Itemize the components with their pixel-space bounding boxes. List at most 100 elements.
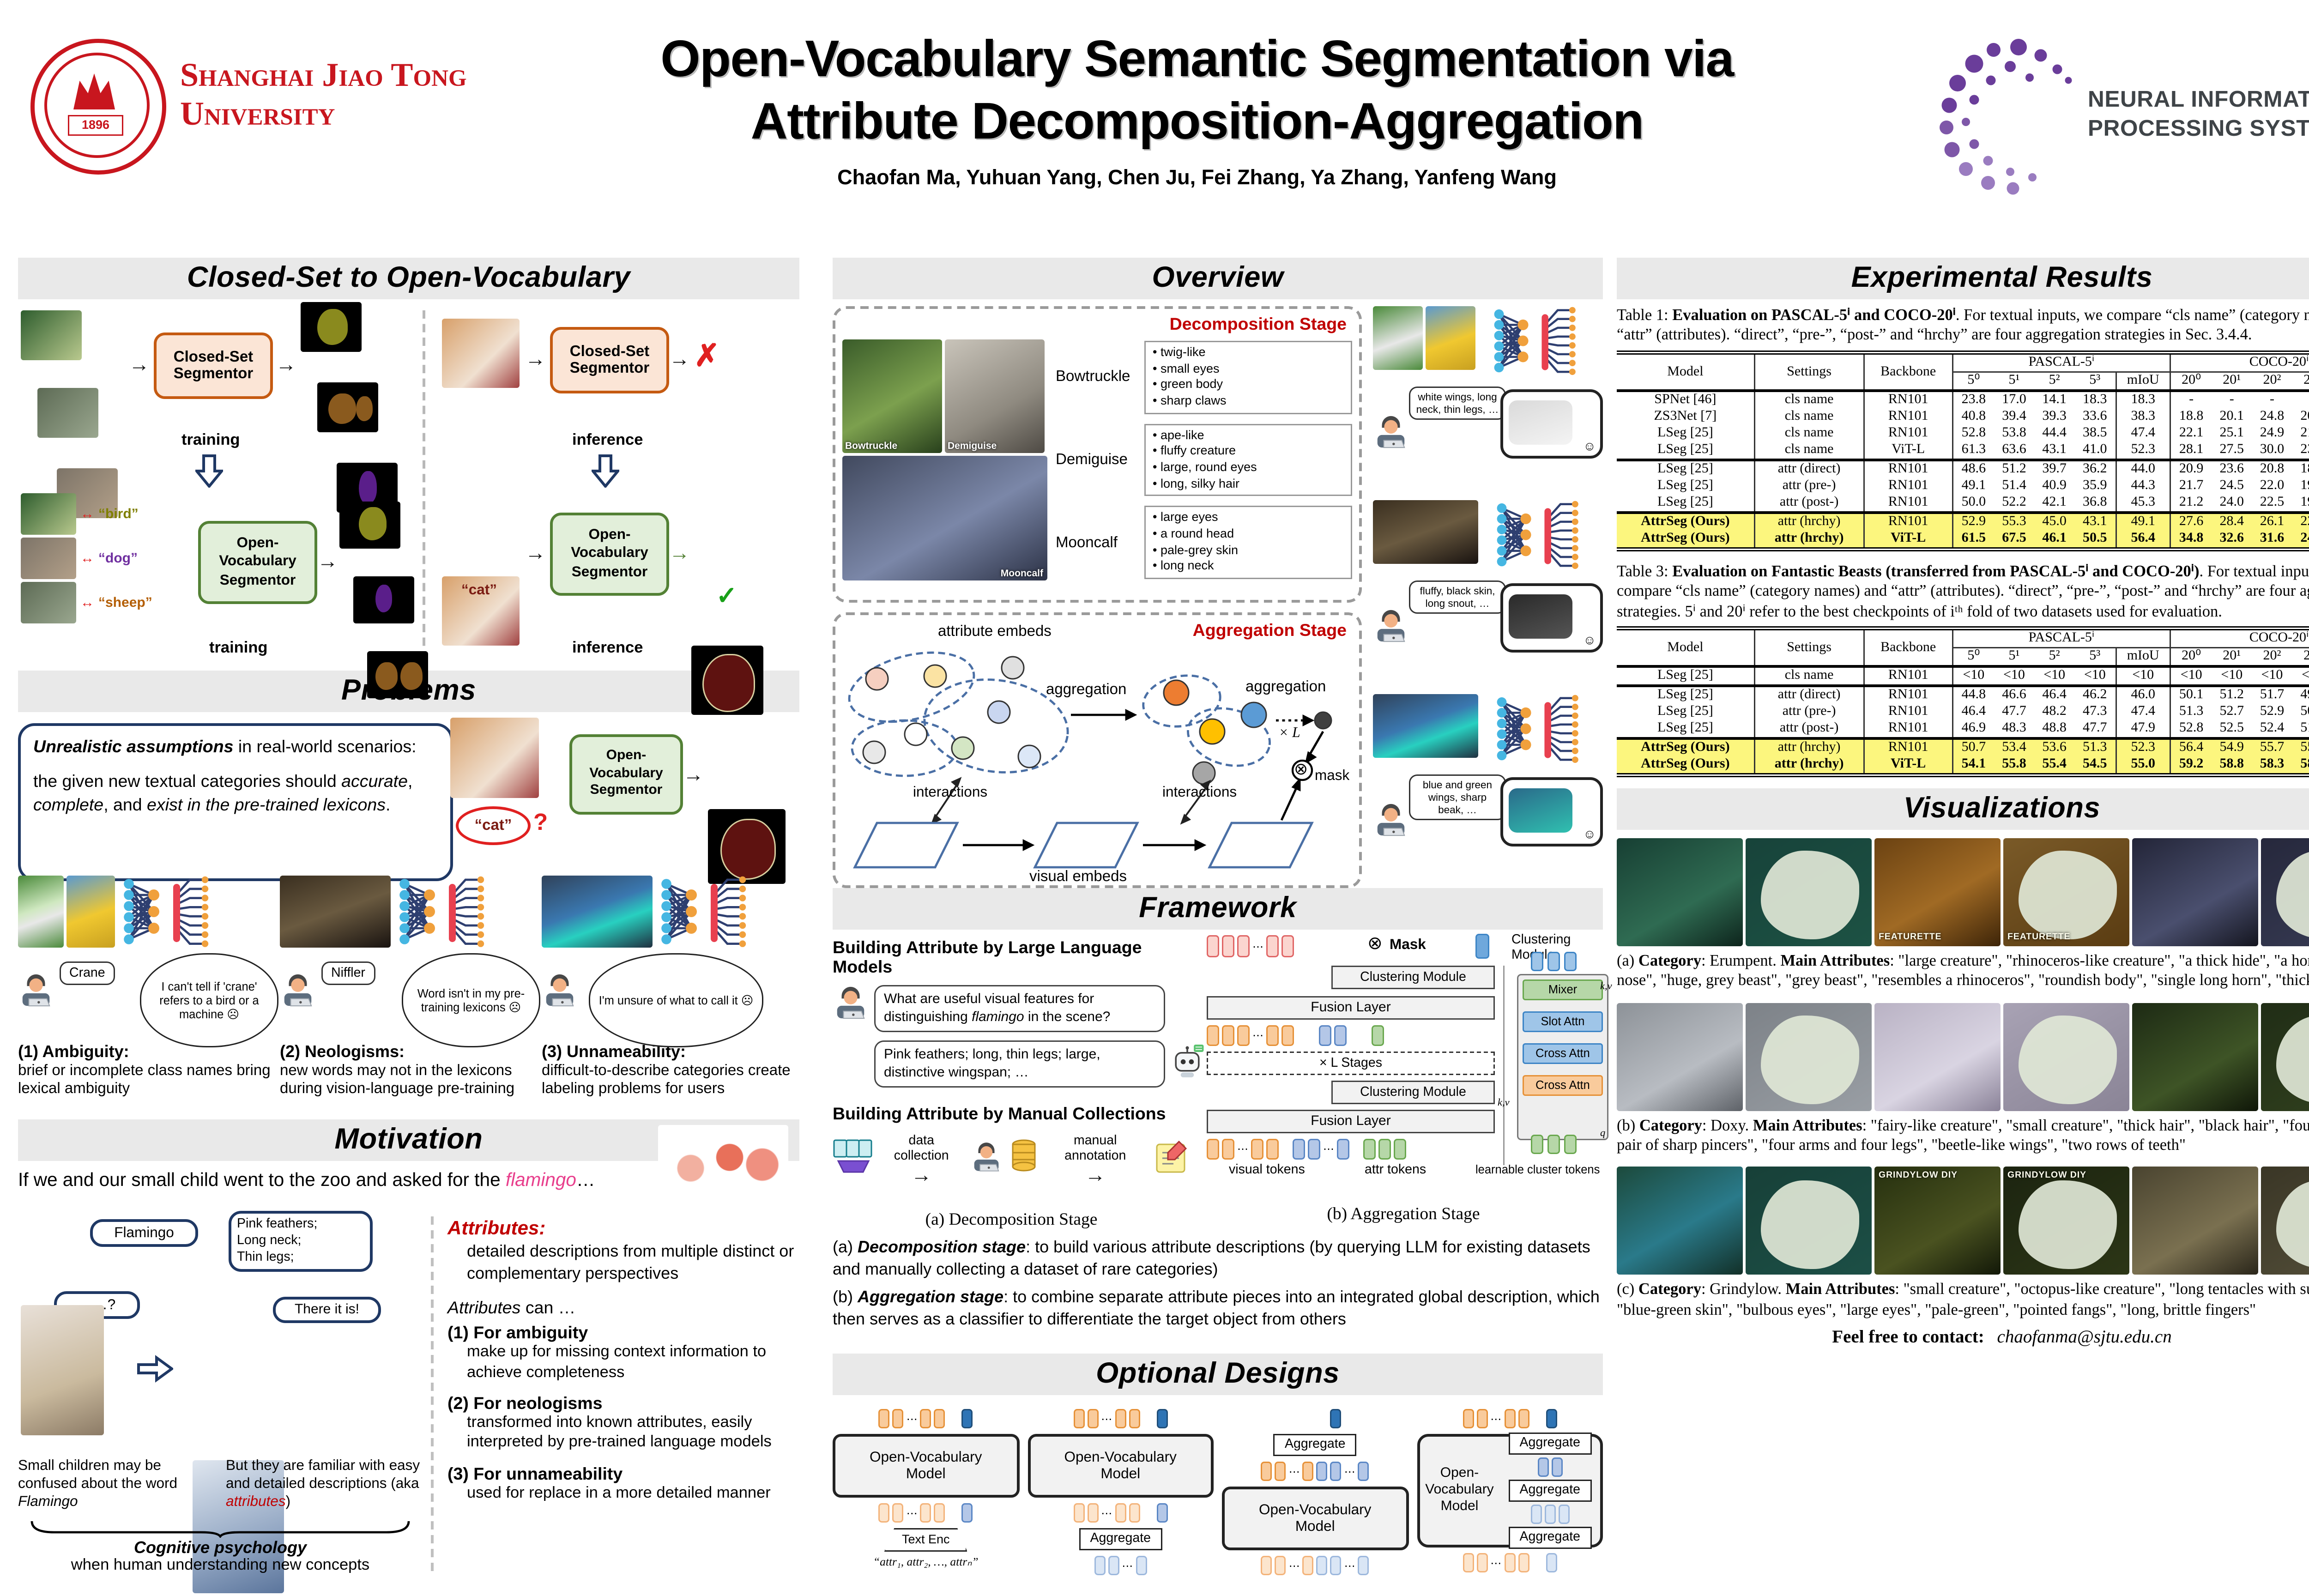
- token: [1476, 1409, 1488, 1428]
- table-cell: RN101: [1863, 390, 1953, 409]
- llm-answer-bubble: Pink feathers; long, thin legs; large, d…: [874, 1040, 1165, 1088]
- table-cell: 51.2: [1994, 458, 2035, 478]
- dots-label: ⋯: [1122, 1559, 1133, 1572]
- divider: [1503, 966, 1505, 1165]
- page-title-line1: Open-Vocabulary Semantic Segmentation vi…: [660, 30, 1734, 87]
- speech-bubble: blue and green wings, sharp beak, …: [1409, 774, 1506, 820]
- dots-label: ⋯: [906, 1506, 918, 1519]
- model-label: Model: [1100, 1466, 1141, 1482]
- attribute-item: • sharp claws: [1153, 393, 1227, 408]
- image-overlay-label: FEATURETTE: [1879, 932, 1942, 942]
- assumption-line2: the given new textual categories should …: [33, 771, 438, 816]
- text-segment: …: [576, 1169, 595, 1190]
- aggregate-box: Aggregate: [1079, 1528, 1162, 1550]
- mask-image: [367, 651, 428, 698]
- table-cell: AttrSeg (Ours): [1617, 737, 1755, 756]
- right-column: Experimental Results Table 1: Evaluation…: [1617, 258, 2309, 1356]
- arrow-icon: →: [669, 348, 690, 371]
- vis-attrs-label: Main Attributes: [1753, 1117, 1862, 1134]
- table-cell: 14.1: [2042, 392, 2067, 408]
- llm-heading: Building Attribute by Large Language Mod…: [833, 938, 1142, 977]
- attribute-item: • large eyes: [1153, 510, 1218, 524]
- table-cell: 24.9: [2260, 425, 2285, 441]
- table-cell: RN101: [1863, 494, 1953, 513]
- table-cell: 46.9: [1952, 720, 1994, 738]
- table-cell: RN101: [1863, 666, 1953, 686]
- table-cell: 52.8: [2170, 720, 2212, 738]
- aggregate-box: Aggregate: [1508, 1480, 1592, 1502]
- mask-image: [691, 646, 763, 715]
- token: [1504, 1553, 1516, 1572]
- token: [1463, 1553, 1474, 1572]
- network-icon: [396, 876, 488, 950]
- table-cell: LSeg [25]: [1657, 668, 1713, 684]
- text-segment: But they are familiar with easy and deta…: [226, 1457, 420, 1493]
- cross-attn-box: Cross Attn: [1523, 1075, 1603, 1096]
- table-cell: 35.9: [2083, 478, 2107, 494]
- table-cell: 48.3: [2002, 721, 2026, 737]
- table-cell: 39.7: [2034, 458, 2075, 478]
- table-cell: 32.6: [2212, 530, 2252, 549]
- mask-overlay: [2276, 1180, 2309, 1269]
- vis-attrs-text: : "small creature", "octopus-like creatu…: [1617, 1282, 2309, 1319]
- cross-attn-box: Cross Attn: [1523, 1043, 1603, 1064]
- problems-block: Unrealistic assumptions in real-world sc…: [18, 712, 799, 1114]
- table-cell: 39.4: [2002, 409, 2026, 424]
- speech-bubble: Crane: [60, 961, 115, 985]
- table-cell: 47.9: [2115, 720, 2170, 738]
- table-cell: -: [2292, 390, 2309, 408]
- table-cell: SPNet [46]: [1654, 392, 1717, 408]
- table-cell: attr (post-): [1753, 494, 1864, 513]
- table-cell: RN101: [1863, 684, 1953, 704]
- model-label: Open-Vocabulary: [870, 1449, 982, 1466]
- user-icon: [1373, 608, 1409, 651]
- neurips-mark-icon: [1940, 39, 2072, 195]
- sub-header: 5⁰: [1952, 371, 1994, 391]
- training-label: training: [181, 432, 240, 449]
- table-cell: 52.7: [2219, 704, 2244, 720]
- sheep-image: [37, 388, 98, 438]
- col-header: Settings: [1753, 352, 1864, 391]
- table-cell: 55.3: [2292, 737, 2309, 756]
- overview-unit: fluffy, black skin, long snout, …☺: [1373, 500, 1603, 686]
- global-token: [1475, 934, 1489, 959]
- mask-overlay: [2018, 1180, 2117, 1269]
- sub-header: 5¹: [2008, 373, 2020, 388]
- mask-tokens: ⋯: [1207, 935, 1294, 957]
- table-cell: 61.5: [1952, 530, 1994, 549]
- token: [892, 1409, 904, 1428]
- aggregation-title: Aggregation Stage: [1192, 621, 1347, 641]
- person-icon: [1377, 416, 1405, 448]
- text-segment: , and: [103, 794, 147, 814]
- decomposition-stage-box: Decomposition Stage Bowtruckle Demiguise…: [833, 306, 1362, 604]
- kv-label: k,v: [1498, 1096, 1510, 1108]
- table-cell: 43.1: [2042, 442, 2067, 458]
- table-cell: cls name: [1753, 408, 1864, 425]
- text-segment: Flamingo: [18, 1493, 78, 1511]
- vis-image: [1617, 838, 1743, 946]
- attribute-item: • green body: [1153, 377, 1223, 391]
- table-cell: 52.3: [2115, 441, 2170, 460]
- person-icon: [284, 974, 312, 1007]
- sub-header: 20⁰: [2170, 647, 2212, 666]
- winged-creature-image: [542, 876, 653, 948]
- table-cell: 18.3: [2083, 392, 2107, 408]
- token: [1108, 1556, 1119, 1575]
- table-cell: 23.6: [2212, 458, 2252, 478]
- table-cell: RN101: [1863, 703, 1953, 720]
- mask-label: Mask: [1390, 937, 1426, 953]
- text-segment: . For textual inputs, we compare “cls na…: [1617, 308, 2309, 345]
- token-row: [1222, 1409, 1408, 1428]
- vis-image: [2132, 1002, 2258, 1111]
- creature-name: Mooncalf: [1056, 534, 1118, 551]
- attribute-item: • small eyes: [1153, 361, 1220, 375]
- assumption-bubble: Unrealistic assumptions in real-world sc…: [18, 723, 453, 881]
- sub-header: mIoU: [2115, 371, 2170, 391]
- thought-bubble: I can't tell if 'crane' refers to a bird…: [140, 953, 278, 1047]
- table-cell: LSeg [25]: [1657, 495, 1713, 510]
- token: [1537, 1457, 1549, 1477]
- dots-label: ⋯: [1344, 1559, 1355, 1572]
